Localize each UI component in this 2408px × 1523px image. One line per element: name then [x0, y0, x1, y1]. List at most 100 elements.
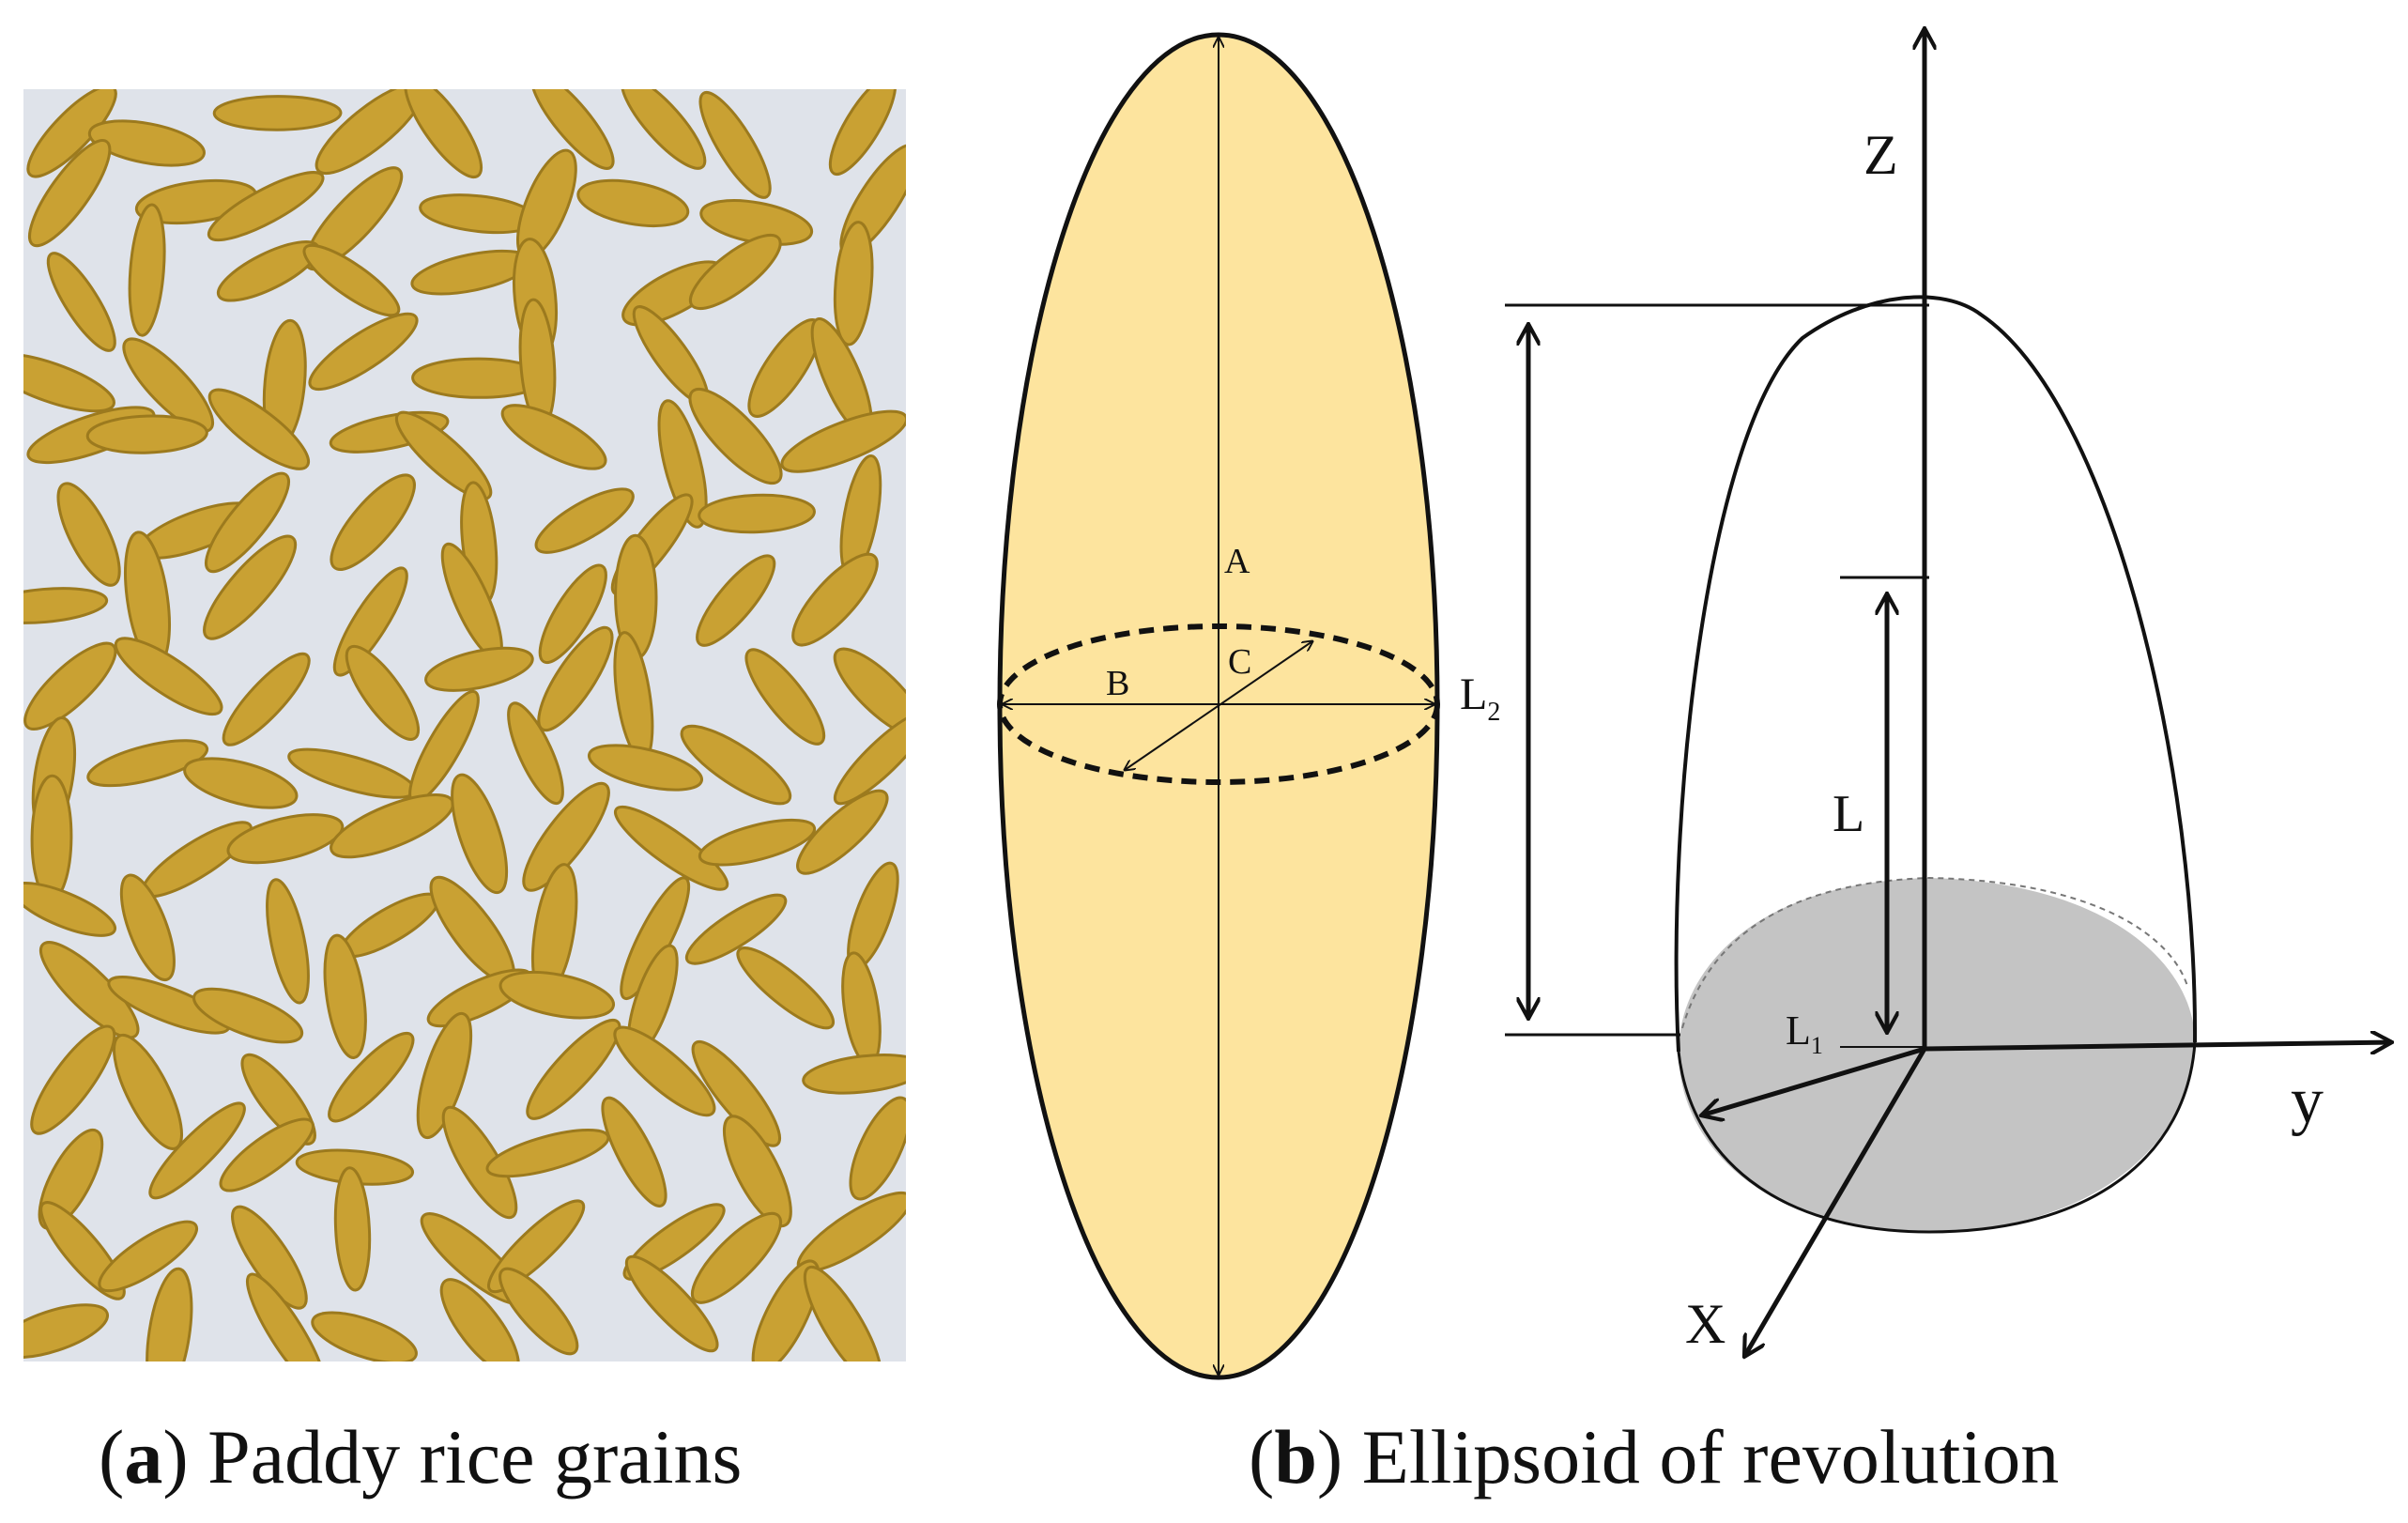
rice-grain [146, 1267, 193, 1361]
rice-grain [849, 1096, 906, 1201]
rice-grain [500, 404, 607, 470]
rice-grain [657, 399, 708, 529]
y-axis [1924, 1042, 2392, 1049]
rice-grain [833, 647, 906, 738]
rice-grain [128, 203, 166, 337]
rice-grain [404, 89, 483, 178]
rice-grain [601, 1096, 667, 1208]
label-a: A [1224, 542, 1250, 581]
rice-grain [744, 648, 826, 746]
rice-grain [613, 805, 729, 891]
rice-grain [85, 414, 208, 454]
rice-grain [205, 471, 290, 574]
base-cross-section [1679, 878, 2195, 1232]
label-c: C [1228, 642, 1251, 682]
rice-grain [231, 1205, 308, 1310]
rice-grain [751, 1259, 821, 1361]
ellipse-diagram: A B C [997, 32, 1440, 1380]
base-front-edge [1677, 1041, 2197, 1234]
rice-grain [587, 744, 704, 792]
caption-panel-b: (b) Ellipsoid of revolution [1249, 1414, 2060, 1500]
rice-grain [780, 409, 906, 473]
rice-grain [613, 1025, 716, 1117]
rice-grain [696, 554, 776, 647]
rice-grain [791, 552, 879, 647]
x-axis [1744, 1047, 1927, 1357]
rice-grain [23, 1303, 109, 1360]
rice-grain [56, 482, 121, 587]
rice-grain [323, 933, 367, 1059]
rice-grain [688, 234, 782, 310]
rice-grain [119, 873, 176, 982]
rice-grain [122, 337, 214, 433]
rice-grain [207, 388, 311, 470]
rice-grain [680, 724, 792, 806]
rice-grain [439, 1278, 520, 1361]
label-b: B [1106, 664, 1129, 703]
caption-b-text: Ellipsoid of revolution [1361, 1414, 2060, 1500]
rice-grain [688, 387, 783, 485]
label-x-axis: X [1685, 1293, 1725, 1355]
rice-grain [424, 646, 534, 692]
rice-grain [534, 487, 635, 554]
label-z-axis: Z [1864, 124, 1898, 186]
rice-grain [736, 946, 836, 1030]
rice-grain [526, 1018, 621, 1120]
rice-grain [622, 1203, 726, 1281]
rice-grain [302, 243, 401, 317]
label-l: L [1833, 785, 1864, 843]
l1-radius-arrow [1701, 1046, 1925, 1115]
rice-grain [266, 878, 310, 1005]
rice-grain [222, 652, 311, 746]
rice-grain [441, 1105, 518, 1220]
rice-grain [621, 89, 707, 170]
rice-grain [23, 352, 115, 413]
rice-grain [46, 252, 116, 352]
rice-grain [30, 774, 73, 902]
rice-grain [530, 89, 615, 170]
rice-grain [314, 89, 425, 176]
rice-grain [498, 1267, 579, 1356]
rice-grain [802, 1054, 906, 1095]
axis-c-line [1125, 641, 1312, 770]
rice-grain [23, 587, 109, 624]
rice-grain [311, 1311, 418, 1361]
rice-grain [624, 1254, 719, 1353]
rice-grain [28, 139, 112, 248]
rice-grain [803, 1265, 882, 1361]
label-l2: L2 [1460, 669, 1500, 727]
rice-grain [207, 171, 325, 242]
rice-grain [87, 119, 206, 167]
rice-grain [416, 1011, 473, 1140]
rice-grain [38, 941, 140, 1039]
rice-grain [833, 710, 906, 806]
rice-grain [226, 813, 345, 865]
rice-grain [394, 410, 493, 500]
label-y-axis: y [2291, 1065, 2324, 1137]
rice-grain [308, 312, 419, 392]
rice-grain [698, 493, 816, 534]
rice-grain [333, 1166, 372, 1292]
rice-grain [148, 1101, 246, 1200]
ellipsoid-diagram: Z y X L L2 L1 [1460, 28, 2392, 1357]
rice-grain [26, 89, 117, 178]
rice-grain [507, 701, 564, 806]
rice-grains-group [23, 89, 906, 1361]
rice-grain [576, 178, 690, 228]
rice-grain [451, 773, 509, 895]
rice-grain [345, 644, 421, 741]
rice-grain [219, 1117, 315, 1192]
rice-grain [796, 789, 889, 875]
rice-grain [684, 893, 788, 965]
rice-grain [328, 1032, 415, 1123]
caption-panel-a: (a) Paddy rice grains [99, 1414, 743, 1500]
rice-grain [203, 534, 298, 640]
ellipsoid-outline [1674, 295, 2198, 1053]
rice-grain [330, 473, 416, 571]
rice-grain [690, 1211, 783, 1304]
caption-a-text: Paddy rice grains [207, 1414, 743, 1500]
base-back-edge [1681, 876, 2188, 1029]
cross-section-dashed [997, 623, 1440, 785]
rice-grain [833, 221, 874, 346]
